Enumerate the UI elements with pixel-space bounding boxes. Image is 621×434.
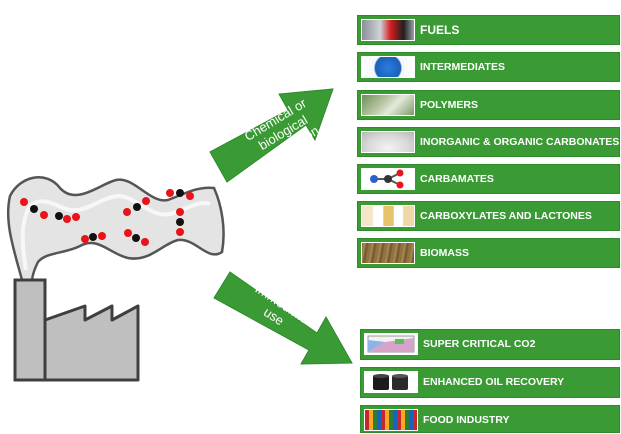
use-label: ENHANCED OIL RECOVERY <box>423 376 565 388</box>
product-bar-carbamates: CARBAMATES <box>357 164 620 194</box>
factory-building <box>43 304 140 382</box>
biomass-pellets-icon <box>361 242 415 264</box>
product-bar-polymers: POLYMERS <box>357 90 620 120</box>
product-label: INORGANIC & ORGANIC CARBONATES <box>420 136 620 148</box>
chemical-container-icon <box>361 56 415 78</box>
fuel-nozzle-icon <box>361 19 415 41</box>
carbonate-powder-icon <box>361 131 415 153</box>
product-label: POLYMERS <box>420 99 478 111</box>
product-label: CARBOXYLATES AND LACTONES <box>420 210 592 222</box>
product-label: CARBAMATES <box>420 173 494 185</box>
beverage-shelf-icon <box>364 409 418 431</box>
polymer-sheet-icon <box>361 94 415 116</box>
immediate-use-arrow <box>213 271 353 365</box>
phase-diagram-icon <box>364 333 418 355</box>
co2-molecules <box>20 189 194 246</box>
use-label: SUPER CRITICAL CO2 <box>423 338 536 350</box>
conversion-arrow <box>209 88 334 183</box>
use-label: FOOD INDUSTRY <box>423 414 510 426</box>
product-label: INTERMEDIATES <box>420 61 505 73</box>
smoke-plume <box>6 176 225 284</box>
use-bar-oil-recovery: ENHANCED OIL RECOVERY <box>360 367 620 398</box>
product-bar-biomass: BIOMASS <box>357 238 620 268</box>
use-bar-food-industry: FOOD INDUSTRY <box>360 405 620 433</box>
factory-chimney <box>13 278 47 382</box>
chemical-bottles-icon <box>361 205 415 227</box>
product-bar-fuels: FUELS <box>357 15 620 45</box>
product-bar-carboxylates: CARBOXYLATES AND LACTONES <box>357 201 620 231</box>
smoke-plume-inner <box>20 193 211 271</box>
molecule-model-icon <box>361 168 415 190</box>
product-label: FUELS <box>420 23 460 37</box>
oil-barrels-icon <box>364 371 418 393</box>
use-bar-supercritical: SUPER CRITICAL CO2 <box>360 329 620 360</box>
product-bar-carbonates: INORGANIC & ORGANIC CARBONATES <box>357 127 620 157</box>
product-bar-intermediates: INTERMEDIATES <box>357 52 620 82</box>
product-label: BIOMASS <box>420 247 470 259</box>
